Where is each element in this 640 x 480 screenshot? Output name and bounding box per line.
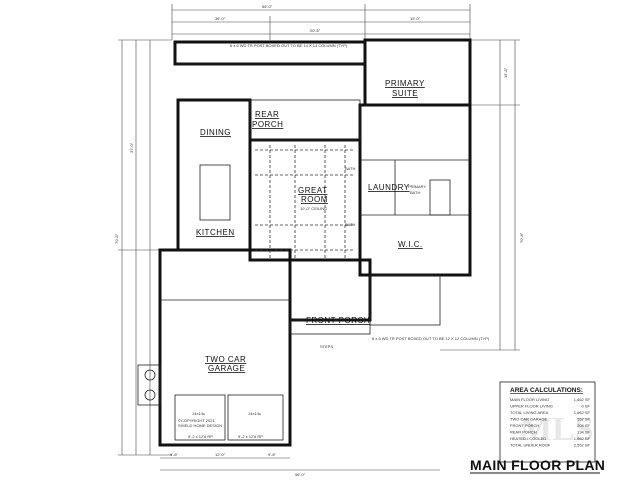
steps-label: STEPS	[320, 344, 333, 349]
copyright-line-2: SHIELD HOME DESIGN	[178, 423, 222, 428]
post-note-front: 6 x 6 WD TR POST BOXED OUT TO BE 12 X 12…	[372, 336, 490, 341]
area-row-label: REAR PORCH	[510, 430, 537, 435]
copyright-line-1: ©COPYRIGHT 2021	[178, 418, 215, 423]
plan-title: MAIN FLOOR PLAN	[470, 457, 605, 473]
area-row-label: TWO CAR GARAGE	[510, 417, 547, 422]
area-row-value: 1,662 SF	[574, 397, 591, 402]
room-laundry: LAUNDRY	[368, 183, 410, 192]
dim-bottom-mid: 12'-0"	[215, 452, 226, 457]
dim-top-left: 36'-0"	[215, 16, 226, 21]
dim-bottom-left: 9'-6"	[170, 452, 179, 457]
room-great-room: GREAT	[298, 186, 327, 195]
dim-left-overall: 70'-8"	[114, 233, 119, 244]
room-kitchen: KITCHEN	[196, 228, 235, 237]
room-great-room-2: ROOM	[301, 195, 328, 204]
room-bath-2: BATH	[345, 222, 355, 227]
area-row-label: FRONT PORCH	[510, 423, 539, 428]
area-row-label: HEATED / COOLED	[510, 436, 546, 441]
dim-right-upper: 15'-8"	[503, 67, 508, 78]
room-primary-bath: PRIMARY	[408, 184, 426, 189]
ceiling-beams	[255, 145, 355, 258]
area-row-value: 0 SF	[582, 404, 591, 409]
garage-door-2: 9'-2 x 12'6 RP	[238, 434, 263, 439]
dim-top-overall: 56'-0"	[262, 4, 273, 9]
room-garage: TWO CAR	[205, 355, 246, 364]
area-row-value: 1,662 SF	[574, 436, 591, 441]
walls	[137, 38, 596, 463]
dimension-lines	[118, 4, 520, 471]
area-row-label: MAIN FLOOR LIVING	[510, 397, 549, 402]
watermark-logo: MLS	[520, 411, 594, 448]
room-primary-suite-2: SUITE	[392, 89, 418, 98]
room-primary-bath-2: BATH	[410, 190, 420, 195]
dim-left-upper: 37'-0"	[129, 142, 134, 153]
garage-bay-2: 14x14x	[248, 411, 261, 416]
area-calculations-heading: AREA CALCULATIONS:	[510, 387, 583, 394]
room-dining: DINING	[200, 128, 231, 137]
dim-bottom-overall: 56'-0"	[295, 472, 306, 477]
area-row-label: TOTAL LIVING AREA	[510, 410, 549, 415]
room-rear-porch-2: PORCH	[252, 120, 283, 129]
room-bath-1: BATH	[345, 166, 355, 171]
area-row-value: 204 SF	[577, 423, 590, 428]
dim-right-overall: 70'-8"	[519, 232, 524, 243]
dim-top-right: 15'-0"	[410, 16, 421, 21]
room-garage-2: GARAGE	[208, 364, 245, 373]
area-calculations: AREA CALCULATIONS: MAIN FLOOR LIVING 1,66…	[510, 387, 591, 448]
post-note-top: 6 x 6 WD TR POST BOXED OUT TO BE 14 X 14…	[230, 43, 348, 48]
room-wic: W.I.C.	[398, 240, 423, 249]
room-rear-porch: REAR	[255, 110, 279, 119]
garage-bay-1: 14x14x	[192, 411, 205, 416]
area-row-value: 552 SF	[577, 417, 590, 422]
area-row-value: 134 SF	[577, 430, 590, 435]
dim-bottom-right: 9'-6"	[268, 452, 277, 457]
room-primary-suite: PRIMARY	[385, 79, 425, 88]
room-front-porch: FRONT PORCH	[306, 316, 370, 325]
area-row-label: UPPER FLOOR LIVING	[510, 404, 553, 409]
dim-top-mid: 20'-6"	[310, 28, 321, 33]
area-row-value: 2,552 SF	[574, 443, 591, 448]
area-row-value: 1,662 SF	[574, 410, 591, 415]
great-room-ceiling: 10'-0" CEILING	[300, 206, 327, 211]
area-row-label: TOTAL UNDER ROOF	[510, 443, 551, 448]
garage-door-1: 9'-2 x 12'6 RP	[188, 434, 213, 439]
